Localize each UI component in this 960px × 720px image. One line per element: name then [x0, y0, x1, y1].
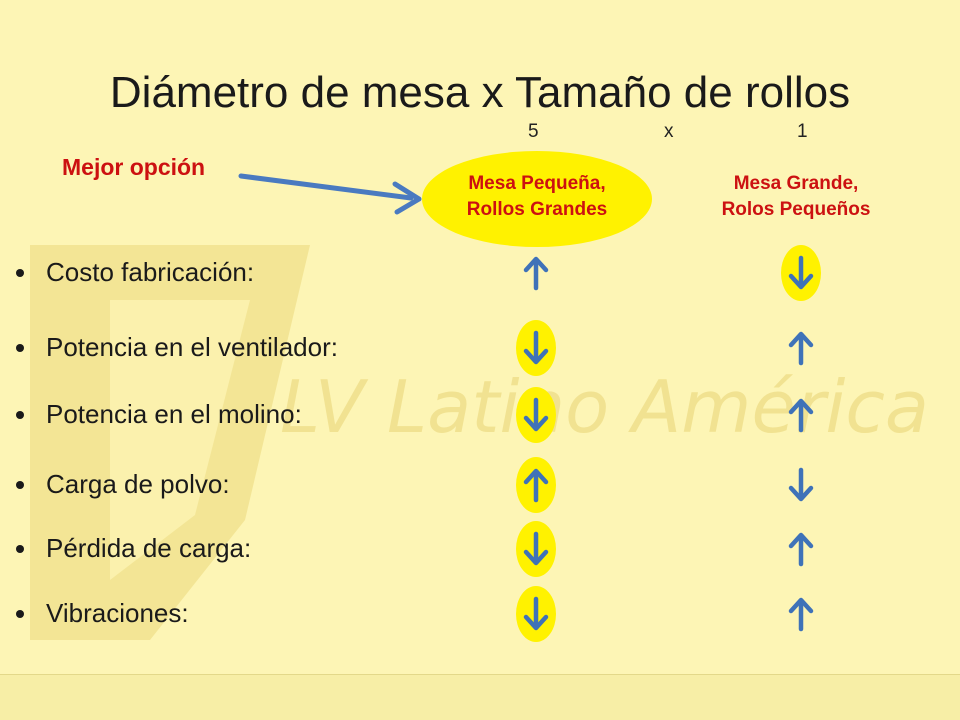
bullet-icon — [16, 344, 24, 352]
arrow-down-icon — [786, 467, 816, 503]
list-item: Potencia en el ventilador: — [0, 318, 960, 378]
indicator-cell-large-table — [779, 519, 823, 579]
indicator-cell-small-table — [514, 519, 558, 579]
arrow-down-icon — [786, 255, 816, 291]
indicator-cell-large-table — [779, 243, 823, 303]
indicator-cell-large-table — [779, 584, 823, 644]
footer-divider — [0, 674, 960, 675]
arrow-up-icon — [521, 255, 551, 291]
indicator-cell-large-table — [779, 318, 823, 378]
list-item: Vibraciones: — [0, 584, 960, 644]
arrow-up-icon — [786, 397, 816, 433]
indicator-cell-large-table — [779, 385, 823, 445]
arrow-right-icon — [238, 173, 422, 215]
arrow-up-icon — [521, 467, 551, 503]
footer-band — [0, 675, 960, 720]
indicator-cell-small-table — [514, 584, 558, 644]
indicator-cell-small-table — [514, 455, 558, 515]
row-label: Potencia en el ventilador: — [46, 332, 338, 362]
row-label: Costo fabricación: — [46, 257, 255, 287]
slide-title: Diámetro de mesa x Tamaño de rollos — [109, 68, 851, 117]
best-option-label: Mejor opción — [62, 154, 206, 180]
bullet-icon — [16, 269, 24, 277]
best-option-highlight — [422, 151, 652, 247]
arrow-up-icon — [786, 330, 816, 366]
ratio-value-b: 1 — [797, 121, 808, 142]
list-item: Pérdida de carga: — [0, 519, 960, 579]
list-item: Carga de polvo: — [0, 455, 960, 515]
row-label: Vibraciones: — [46, 598, 189, 628]
column-header-line1: Mesa Pequeña, — [468, 173, 606, 194]
column-header-line2: Rolos Pequeños — [721, 199, 871, 220]
indicator-cell-large-table — [779, 455, 823, 515]
bullet-icon — [16, 411, 24, 419]
column-header-line2: Rollos Grandes — [466, 199, 608, 220]
ratio-separator: x — [664, 121, 674, 142]
ratio-value-a: 5 — [528, 121, 539, 142]
bullet-icon — [16, 545, 24, 553]
arrow-down-icon — [521, 531, 551, 567]
row-label: Pérdida de carga: — [46, 533, 252, 563]
arrow-down-icon — [521, 596, 551, 632]
bullet-icon — [16, 481, 24, 489]
indicator-cell-small-table — [514, 385, 558, 445]
row-label: Carga de polvo: — [46, 469, 230, 499]
arrow-up-icon — [786, 531, 816, 567]
arrow-down-icon — [521, 330, 551, 366]
row-label: Potencia en el molino: — [46, 399, 302, 429]
indicator-cell-small-table — [514, 243, 558, 303]
bullet-icon — [16, 610, 24, 618]
column-header-large-table: Mesa Grande, Rolos Pequeños — [681, 171, 911, 223]
arrow-up-icon — [786, 596, 816, 632]
column-header-line1: Mesa Grande, — [733, 173, 859, 194]
list-item: Costo fabricación: — [0, 243, 960, 303]
column-header-small-table: Mesa Pequeña, Rollos Grandes — [422, 171, 652, 223]
arrow-down-icon — [521, 397, 551, 433]
indicator-cell-small-table — [514, 318, 558, 378]
list-item: Potencia en el molino: — [0, 385, 960, 445]
